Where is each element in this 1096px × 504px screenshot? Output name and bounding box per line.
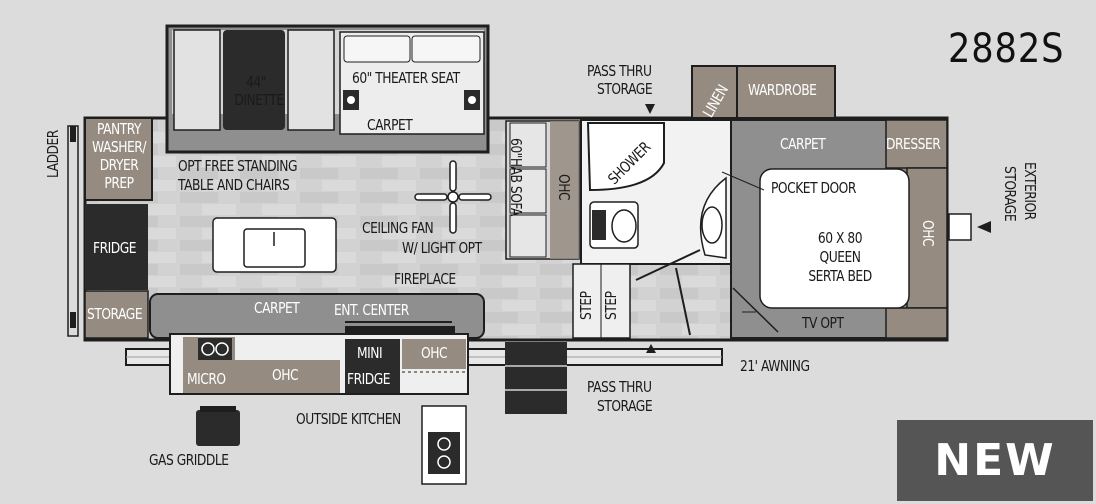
stove [198, 338, 232, 360]
label-gas-griddle: GAS GRIDDLE [149, 451, 229, 469]
label-ent-center: ENT. CENTER [334, 301, 409, 319]
label-dinette-size: 44" [246, 73, 266, 91]
wardrobe [736, 65, 836, 119]
shower [586, 122, 665, 192]
label-pass-thru-bottom-storage: STORAGE [597, 397, 653, 415]
label-pass-thru-top: PASS THRU [587, 62, 652, 80]
label-carpet-bedroom: CARPET [780, 135, 826, 153]
label-mini-fridge: MINI [357, 344, 383, 362]
gas-griddle [196, 410, 240, 446]
queen-bed [759, 168, 910, 309]
label-dryer: DRYER [99, 156, 139, 174]
fridge [85, 204, 148, 290]
label-carpet-top: CARPET [367, 116, 413, 134]
dinette-bench-left [173, 29, 221, 131]
label-fridge: FRIDGE [93, 239, 137, 257]
ohc-kitchen [235, 360, 340, 393]
label-awning: 21' AWNING [740, 357, 810, 375]
island-sink [243, 228, 306, 268]
label-dinette: DINETTE [234, 91, 284, 109]
label-step-2: STEP [602, 291, 620, 320]
ohc-sofa [550, 121, 579, 259]
new-badge: NEW [897, 420, 1093, 501]
label-micro: MICRO [187, 370, 226, 388]
model-number: 2882S [948, 26, 1065, 72]
label-exterior: EXTERIOR [1021, 162, 1039, 220]
dresser [885, 119, 948, 169]
label-ceiling-fan-opt: W/ LIGHT OPT [402, 239, 482, 257]
label-bed-size: 60 X 80 [817, 229, 863, 247]
label-hab-sofa: 60"HAB SOFA [507, 138, 525, 216]
label-bed-serta: SERTA BED [808, 267, 872, 285]
label-washer: WASHER/ [92, 138, 146, 156]
ceiling-fan-icon [414, 160, 492, 234]
label-theater-seat: 60" THEATER SEAT [352, 69, 460, 87]
pantry-cabinet [84, 117, 153, 201]
storage-left [84, 290, 149, 339]
dinette-table [223, 30, 285, 130]
label-exterior-storage: STORAGE [1001, 166, 1019, 222]
label-prep: PREP [104, 174, 134, 192]
label-pass-thru-bottom: PASS THRU [587, 378, 652, 396]
label-carpet-bottom: CARPET [254, 299, 300, 317]
label-pocket-door: POCKET DOOR [771, 179, 856, 197]
label-ohc-kitchen: OHC [272, 366, 299, 384]
fireplace-unit [345, 326, 455, 336]
ladder [67, 125, 79, 337]
label-bed-queen: QUEEN [819, 248, 861, 266]
label-pantry: PANTRY [96, 120, 142, 138]
label-outside-kitchen: OUTSIDE KITCHEN [296, 410, 401, 428]
nightstand-bottom [885, 307, 948, 339]
awning-arrow [646, 344, 656, 353]
label-dresser: DRESSER [886, 135, 941, 153]
label-ladder: LADDER [44, 130, 62, 178]
label-ohc-outside: OHC [421, 344, 448, 362]
label-tv-opt: TV OPT [802, 314, 844, 332]
mini-fridge [345, 339, 400, 393]
label-pass-thru-top-storage: STORAGE [597, 80, 653, 98]
exterior-storage-marker [948, 213, 972, 241]
label-ohc-sofa: OHC [555, 174, 573, 201]
dinette-bench-right [287, 29, 335, 131]
label-ceiling-fan: CEILING FAN [362, 219, 434, 237]
label-storage-left: STORAGE [87, 305, 143, 323]
ohc-outside [402, 339, 466, 369]
label-fireplace: FIREPLACE [394, 270, 456, 288]
cooktop [428, 432, 460, 474]
label-opt-table-2: TABLE AND CHAIRS [178, 176, 290, 194]
label-mini-fridge-2: FRIDGE [347, 370, 391, 388]
label-wardrobe: WARDROBE [748, 81, 817, 99]
new-badge-text: NEW [934, 435, 1056, 486]
label-ohc-bed: OHC [919, 220, 937, 247]
exterior-stairs [505, 342, 567, 414]
pass-thru-top-arrow [645, 104, 655, 114]
label-step-1: STEP [577, 291, 595, 320]
ohc-bedroom [906, 167, 948, 309]
exterior-storage-arrow [977, 221, 991, 233]
label-opt-table: OPT FREE STANDING [178, 157, 298, 175]
